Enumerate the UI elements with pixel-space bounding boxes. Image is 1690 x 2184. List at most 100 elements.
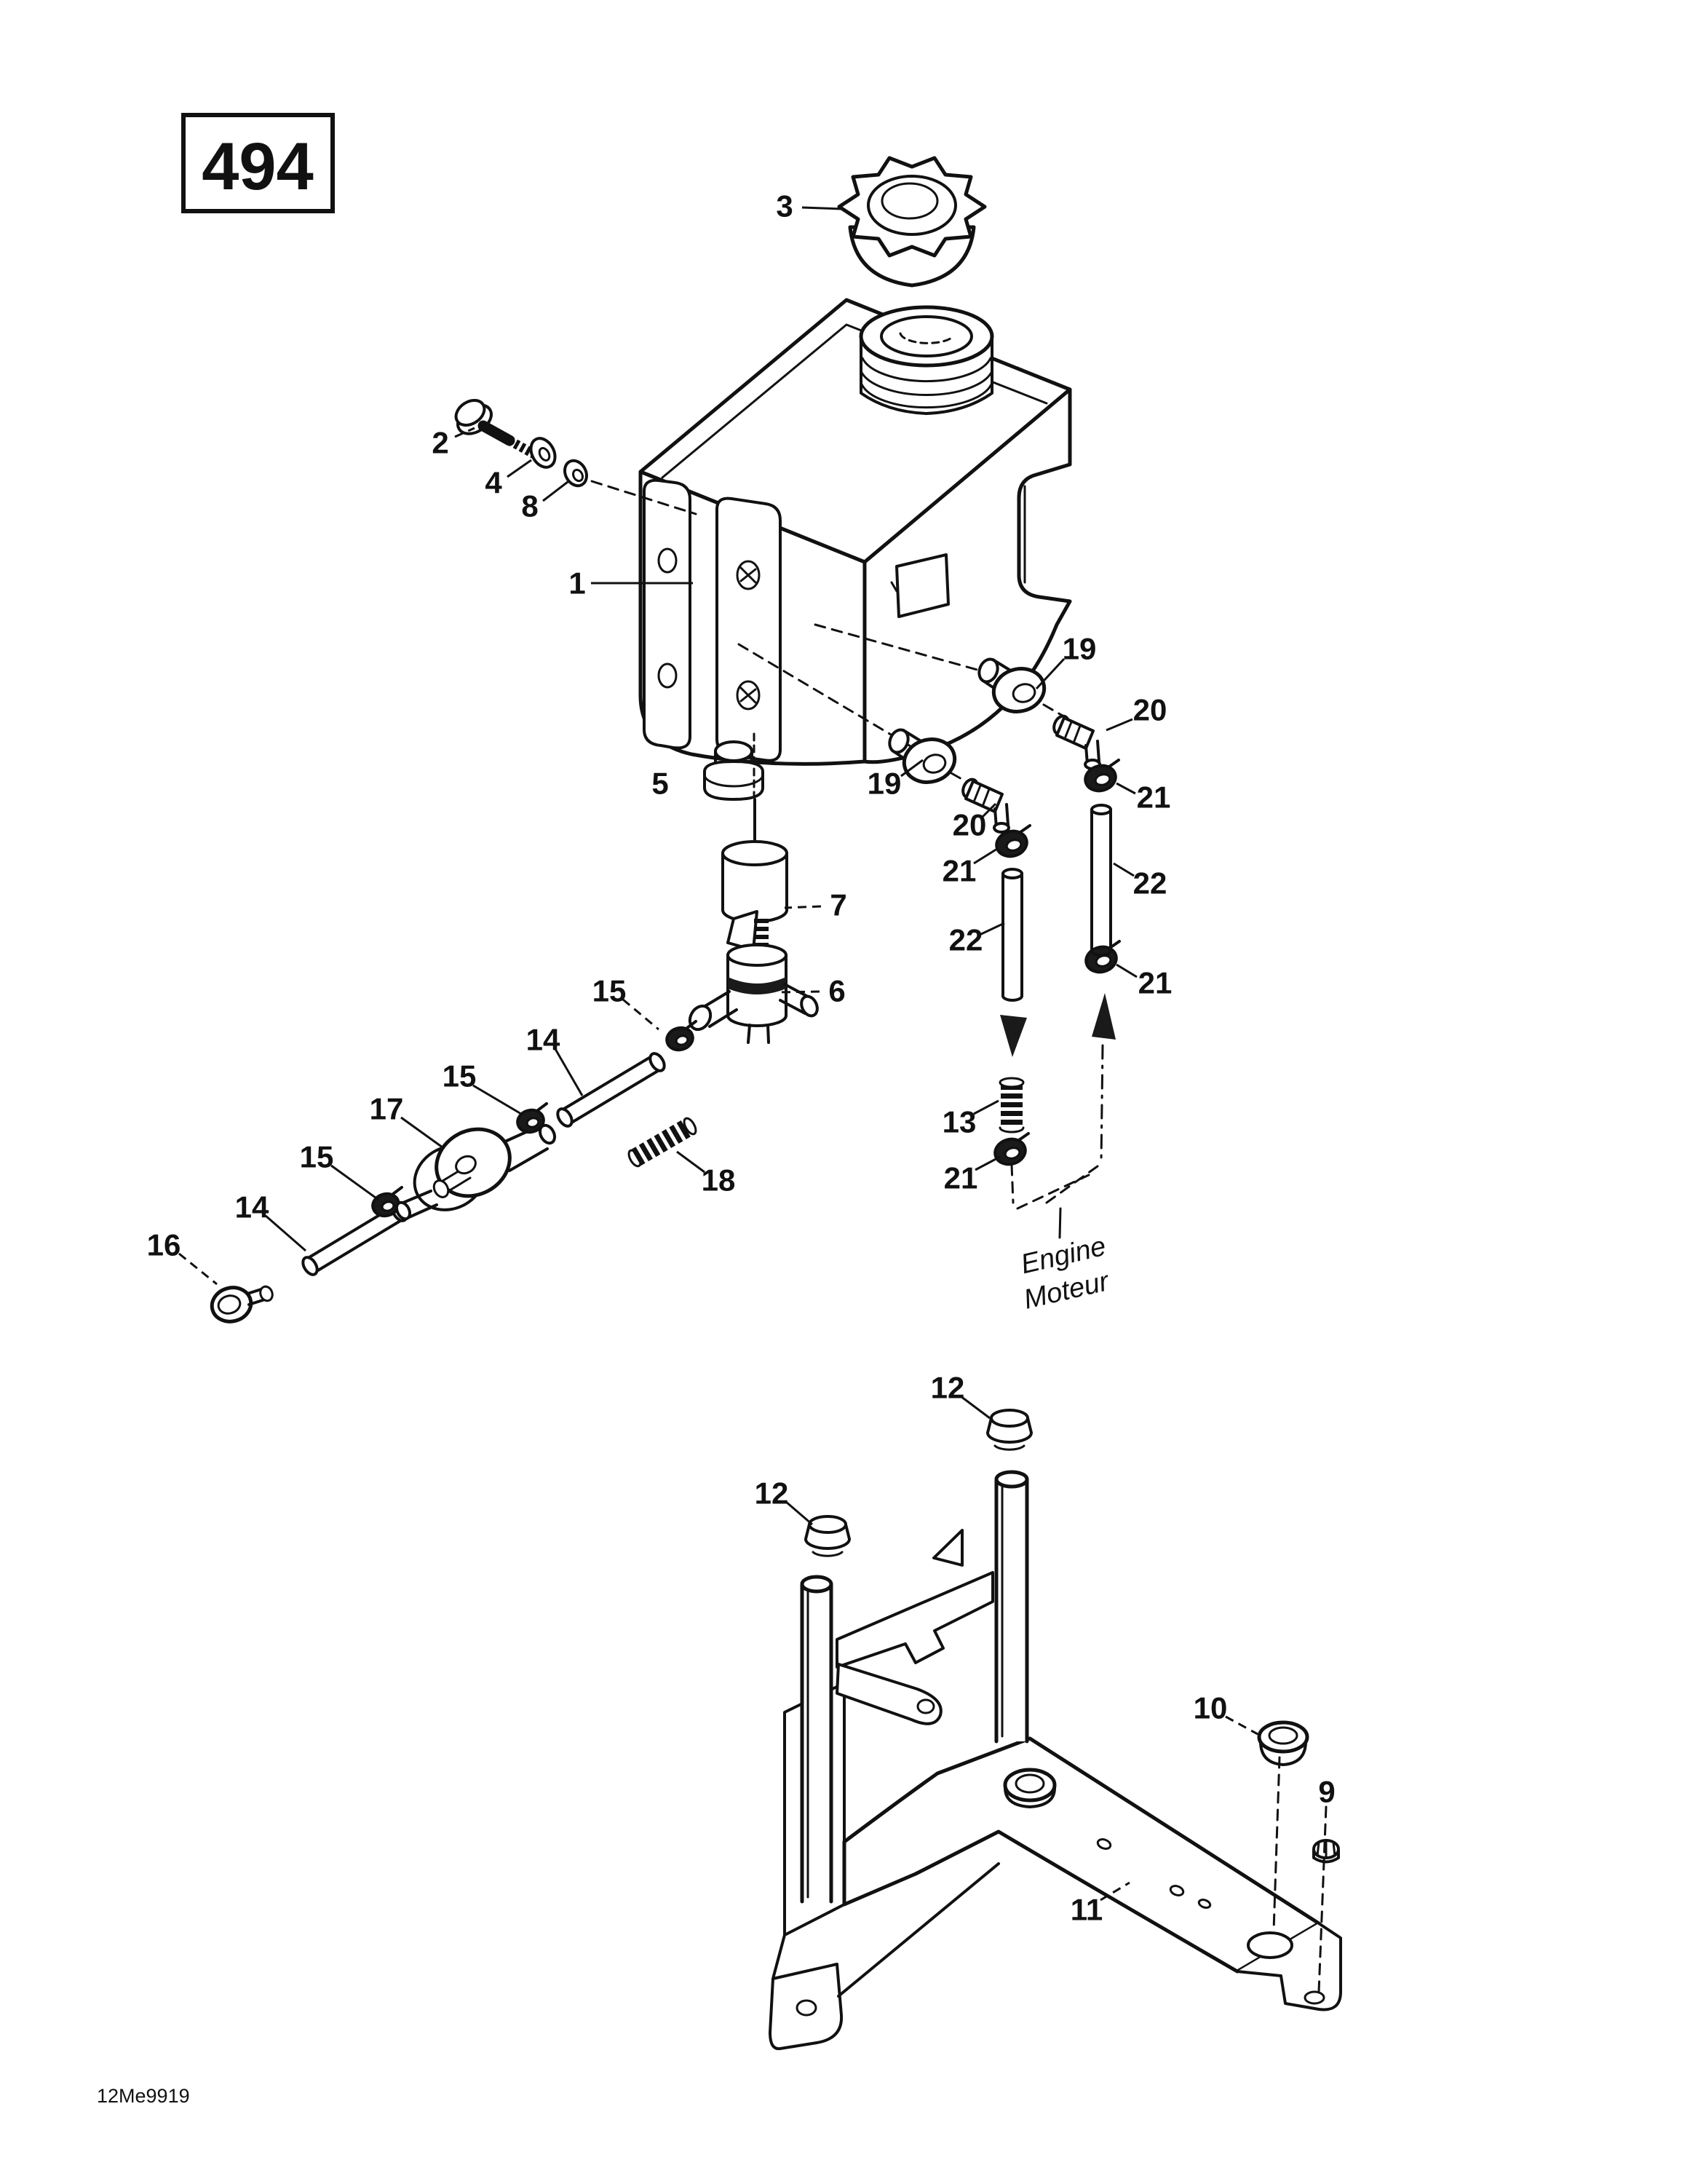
callout-number: 4 (485, 466, 502, 500)
callout-number: 19 (1063, 632, 1097, 666)
callout-8: 8 (521, 480, 568, 523)
clamp-part16 (210, 1285, 274, 1324)
callout-number: 10 (1194, 1691, 1228, 1725)
callout-leader (454, 427, 475, 438)
figure-code: 494 (202, 130, 314, 204)
grommet-part10 (1257, 1720, 1309, 1766)
clamp-part21-hose-right (1084, 940, 1121, 974)
grommet-part12-left (804, 1515, 851, 1557)
callout-14: 14 (526, 1023, 584, 1096)
mount-bolt-part2 (454, 398, 537, 459)
callout-16: 16 (147, 1228, 218, 1286)
callout-20: 20 (1106, 693, 1167, 732)
support-tube-left (800, 1575, 833, 1904)
figure-code-box: 494 (181, 113, 335, 213)
elbow-fitting-part20-mid (961, 778, 1010, 834)
engine-label: Engine Moteur (1018, 1231, 1113, 1315)
callout-15: 15 (443, 1059, 522, 1115)
callout-number: 3 (776, 189, 793, 223)
callout-number: 14 (235, 1190, 269, 1224)
support-tube-right (994, 1470, 1029, 1744)
grommet-part12-right (986, 1409, 1033, 1451)
assembly-dash-bolt (590, 480, 697, 515)
callout-13: 13 (943, 1099, 999, 1139)
grommet-part19-left (888, 728, 957, 784)
callout-14: 14 (235, 1190, 306, 1252)
callout-leader (178, 1252, 218, 1286)
callout-leader (1106, 718, 1133, 732)
callout-leader (1035, 657, 1066, 690)
callout-number: 21 (943, 854, 977, 888)
callout-15: 15 (300, 1140, 379, 1201)
callout-leader (1116, 963, 1138, 978)
callout-number: 22 (949, 923, 983, 957)
callout-number: 15 (443, 1059, 477, 1093)
callout-leader (979, 922, 1005, 936)
engine-flow-arrows (1000, 993, 1116, 1239)
callout-number: 19 (868, 767, 902, 801)
callout-4: 4 (485, 459, 532, 500)
callout-leader (676, 1150, 705, 1174)
callout-9: 9 (1318, 1775, 1335, 1809)
callout-leader (330, 1164, 379, 1201)
callout-number: 6 (828, 974, 845, 1008)
elbow-fitting-part20-right (1052, 714, 1101, 770)
grommet-part19-upper (977, 657, 1047, 713)
callout-19: 19 (868, 759, 924, 801)
callout-leader (472, 1084, 522, 1115)
callout-15: 15 (592, 974, 659, 1031)
spring-part18 (627, 1117, 697, 1168)
callout-21: 21 (1116, 963, 1173, 1000)
filler-neck (859, 305, 994, 415)
callout-22: 22 (949, 922, 1005, 957)
callout-21: 21 (943, 847, 998, 888)
axis-dash-grommet10 (1272, 1756, 1281, 1932)
callout-leader (801, 206, 842, 210)
callout-leader (265, 1214, 306, 1252)
callout-number: 15 (592, 974, 627, 1008)
callout-number: 20 (1133, 693, 1167, 727)
hose-part22-right (1090, 804, 1112, 957)
callout-5: 5 (651, 767, 668, 801)
callout-1: 1 (568, 566, 693, 601)
clamp-part15-upper (665, 1020, 697, 1052)
grommet-part5 (703, 740, 764, 801)
callout-number: 20 (953, 808, 987, 842)
callout-21: 21 (944, 1155, 1001, 1195)
callout-number: 5 (651, 767, 668, 801)
callout-number: 9 (1318, 1775, 1335, 1809)
callout-leader (1113, 862, 1135, 877)
callout-number: 17 (370, 1092, 404, 1126)
callout-leader (1100, 1881, 1130, 1902)
callout-leader (554, 1048, 584, 1096)
callout-number: 22 (1133, 866, 1167, 901)
callout-number: 18 (702, 1163, 736, 1198)
callout-leader (400, 1116, 443, 1149)
callout-number: 7 (830, 888, 846, 922)
callout-number: 1 (568, 566, 585, 601)
callout-leader (784, 905, 822, 909)
callout-22: 22 (1113, 862, 1167, 901)
spring-part13 (999, 1077, 1025, 1133)
nut-part9 (1312, 1839, 1340, 1864)
callout-number: 21 (944, 1161, 978, 1195)
grommet-installed (1003, 1768, 1057, 1808)
callout-17: 17 (370, 1092, 443, 1149)
callout-10: 10 (1194, 1691, 1258, 1736)
axis-dash-nut9 (1317, 1805, 1328, 1993)
callout-leader (785, 1500, 813, 1526)
callout-12: 12 (931, 1371, 991, 1420)
callout-12: 12 (755, 1476, 813, 1526)
tank-cap-part3 (837, 156, 987, 288)
callout-leader (507, 459, 532, 478)
callout-3: 3 (776, 189, 842, 223)
callout-number: 21 (1138, 966, 1173, 1000)
callout-leader (622, 998, 659, 1031)
callout-7: 7 (784, 888, 847, 922)
callout-leader (981, 802, 997, 818)
hose-part14-upper (556, 1052, 666, 1128)
callout-11: 11 (1071, 1881, 1130, 1927)
float-sensor-part7 (721, 798, 788, 951)
